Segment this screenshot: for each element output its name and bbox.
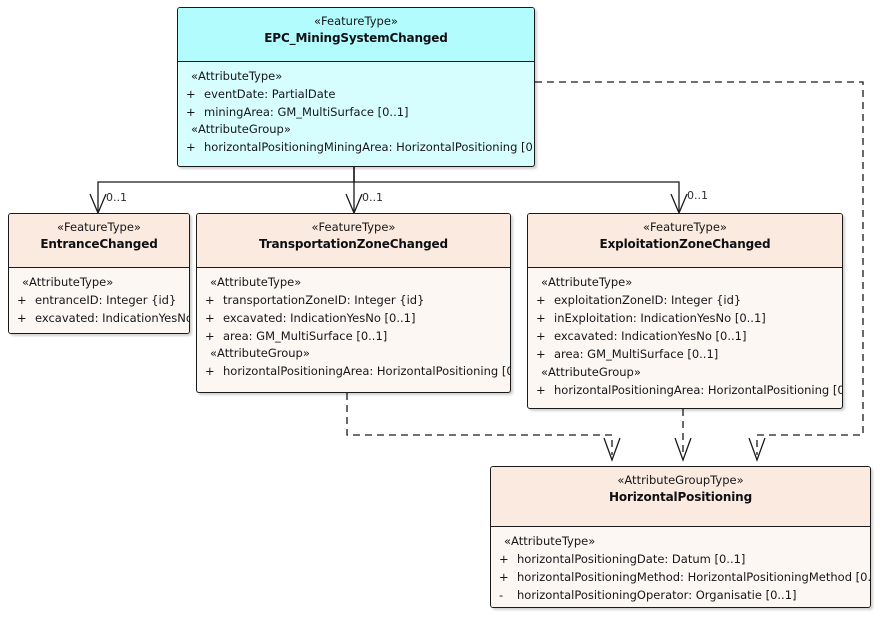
class-header-entrancechanged: «FeatureType» EntranceChanged	[9, 214, 189, 268]
attribute-visibility: +	[186, 140, 196, 155]
class-header-exploitationzonechanged: «FeatureType» ExploitationZoneChanged	[528, 214, 842, 268]
attribute-row: + horizontalPositioningMethod: Horizonta…	[495, 568, 870, 586]
attribute-row: + area: GM_MultiSurface [0..1]	[532, 345, 838, 363]
attribute-visibility: +	[205, 293, 215, 307]
attribute-signature: area: GM_MultiSurface [0..1]	[554, 347, 719, 362]
attribute-row: + inExploitation: IndicationYesNo [0..1]	[532, 309, 838, 327]
attribute-visibility: +	[499, 552, 509, 566]
attribute-visibility: +	[205, 364, 215, 379]
multiplicity-label-transportation: 0..1	[362, 191, 383, 204]
class-attributes-epc-miningsystemchanged: «AttributeType» + eventDate: PartialDate…	[178, 62, 534, 163]
attribute-row: + horizontalPositioningArea: HorizontalP…	[532, 381, 842, 399]
attribute-row: + horizontalPositioningDate: Datum [0..1…	[495, 550, 866, 568]
attribute-signature: horizontalPositioningArea: HorizontalPos…	[554, 382, 843, 397]
class-box-entrancechanged[interactable]: «FeatureType» EntranceChanged «Attribute…	[8, 213, 190, 334]
attribute-visibility: +	[536, 329, 546, 344]
class-box-transportationzonechanged[interactable]: «FeatureType» TransportationZoneChanged …	[196, 213, 511, 393]
class-header-transportationzonechanged: «FeatureType» TransportationZoneChanged	[197, 214, 510, 268]
attribute-visibility: +	[536, 382, 546, 397]
attribute-row: + miningArea: GM_MultiSurface [0..1]	[182, 103, 530, 121]
attribute-visibility: +	[536, 347, 546, 362]
class-attributes-horizontalpositioning: «AttributeType» + horizontalPositioningD…	[491, 527, 870, 607]
attribute-signature: horizontalPositioningDate: Datum [0..1]	[517, 552, 746, 566]
attribute-signature: horizontalPositioningMethod: HorizontalP…	[517, 570, 871, 585]
class-box-exploitationzonechanged[interactable]: «FeatureType» ExploitationZoneChanged «A…	[527, 213, 843, 409]
attribute-visibility: +	[17, 311, 27, 326]
attribute-row: + area: GM_MultiSurface [0..1]	[201, 327, 506, 345]
attribute-visibility: +	[536, 293, 546, 307]
attribute-row: + exploitationZoneID: Integer {id}	[532, 291, 838, 309]
class-name: HorizontalPositioning	[608, 489, 753, 504]
attribute-signature: entranceID: Integer {id}	[35, 293, 177, 307]
class-header-horizontalpositioning: «AttributeGroupType» HorizontalPositioni…	[491, 467, 870, 527]
attribute-row: + eventDate: PartialDate	[182, 85, 530, 103]
attribute-visibility: +	[536, 311, 546, 326]
attribute-visibility: +	[205, 311, 215, 326]
attribute-row: + transportationZoneID: Integer {id}	[201, 291, 506, 309]
attribute-row: + excavated: IndicationYesNo	[13, 309, 189, 327]
attribute-signature: excavated: IndicationYesNo	[35, 311, 190, 326]
multiplicity-label-exploitation: 0..1	[687, 189, 708, 202]
attribute-visibility: +	[186, 105, 196, 120]
attribute-visibility: +	[205, 329, 215, 344]
attribute-signature: transportationZoneID: Integer {id}	[223, 293, 425, 307]
attribute-row: + excavated: IndicationYesNo [0..1]	[532, 327, 838, 345]
class-box-epc-miningsystemchanged[interactable]: «FeatureType» EPC_MiningSystemChanged «A…	[177, 7, 535, 167]
attribute-visibility: +	[186, 87, 196, 101]
attribute-signature: excavated: IndicationYesNo [0..1]	[554, 329, 747, 344]
association-root-to-exploitation	[353, 167, 688, 215]
class-name: TransportationZoneChanged	[259, 236, 448, 251]
class-name: EPC_MiningSystemChanged	[264, 30, 448, 45]
attribute-visibility: +	[499, 570, 509, 585]
class-stereotype: «AttributeGroupType»	[617, 473, 744, 487]
dependency-exploitation-to-horizontal	[674, 409, 692, 462]
class-stereotype: «FeatureType»	[311, 220, 396, 234]
class-attributes-entrancechanged: «AttributeType» + entranceID: Integer {i…	[9, 268, 189, 333]
attribute-signature: horizontalPositioningArea: HorizontalPos…	[223, 364, 511, 379]
class-name: ExploitationZoneChanged	[599, 236, 771, 251]
attribute-signature: eventDate: PartialDate	[204, 87, 336, 101]
class-box-horizontalpositioning[interactable]: «AttributeGroupType» HorizontalPositioni…	[490, 466, 871, 608]
attribute-visibility: -	[499, 588, 504, 603]
association-root-to-transportation	[345, 167, 363, 215]
attribute-group-label: «AttributeType»	[541, 275, 633, 289]
class-attributes-exploitationzonechanged: «AttributeType» + exploitationZoneID: In…	[528, 268, 842, 405]
attribute-signature: inExploitation: IndicationYesNo [0..1]	[554, 311, 766, 326]
attribute-signature: horizontalPositioningOperator: Organisat…	[517, 588, 797, 603]
attribute-group-label: «AttributeGroup»	[210, 346, 310, 361]
attribute-group-label: «AttributeType»	[22, 275, 114, 289]
attribute-group-label: «AttributeType»	[191, 69, 283, 83]
attribute-group-label: «AttributeGroup»	[191, 122, 291, 137]
attribute-group-label: «AttributeType»	[210, 275, 302, 289]
class-stereotype: «FeatureType»	[643, 220, 727, 234]
class-header-epc-miningsystemchanged: «FeatureType» EPC_MiningSystemChanged	[178, 8, 534, 62]
multiplicity-label-entrance: 0..1	[106, 191, 127, 204]
attribute-group-label: «AttributeGroup»	[541, 364, 641, 379]
class-name: EntranceChanged	[40, 236, 158, 251]
attribute-row: - horizontalPositioningOperator: Organis…	[495, 586, 866, 604]
association-root-to-entrance	[89, 167, 355, 215]
class-stereotype: «FeatureType»	[57, 220, 141, 234]
class-attributes-transportationzonechanged: «AttributeType» + transportationZoneID: …	[197, 268, 510, 387]
attribute-row: + entranceID: Integer {id}	[13, 291, 185, 309]
class-stereotype: «FeatureType»	[314, 14, 398, 28]
attribute-signature: area: GM_MultiSurface [0..1]	[223, 329, 388, 344]
attribute-row: + horizontalPositioningMiningArea: Horiz…	[182, 138, 534, 156]
attribute-row: + excavated: IndicationYesNo [0..1]	[201, 309, 506, 327]
attribute-signature: horizontalPositioningMiningArea: Horizon…	[204, 140, 535, 155]
attribute-group-label: «AttributeType»	[504, 534, 596, 548]
attribute-signature: miningArea: GM_MultiSurface [0..1]	[204, 105, 409, 120]
attribute-visibility: +	[17, 293, 27, 307]
attribute-signature: exploitationZoneID: Integer {id}	[554, 293, 742, 307]
attribute-row: + horizontalPositioningArea: HorizontalP…	[201, 362, 510, 380]
attribute-signature: excavated: IndicationYesNo [0..1]	[223, 311, 416, 326]
